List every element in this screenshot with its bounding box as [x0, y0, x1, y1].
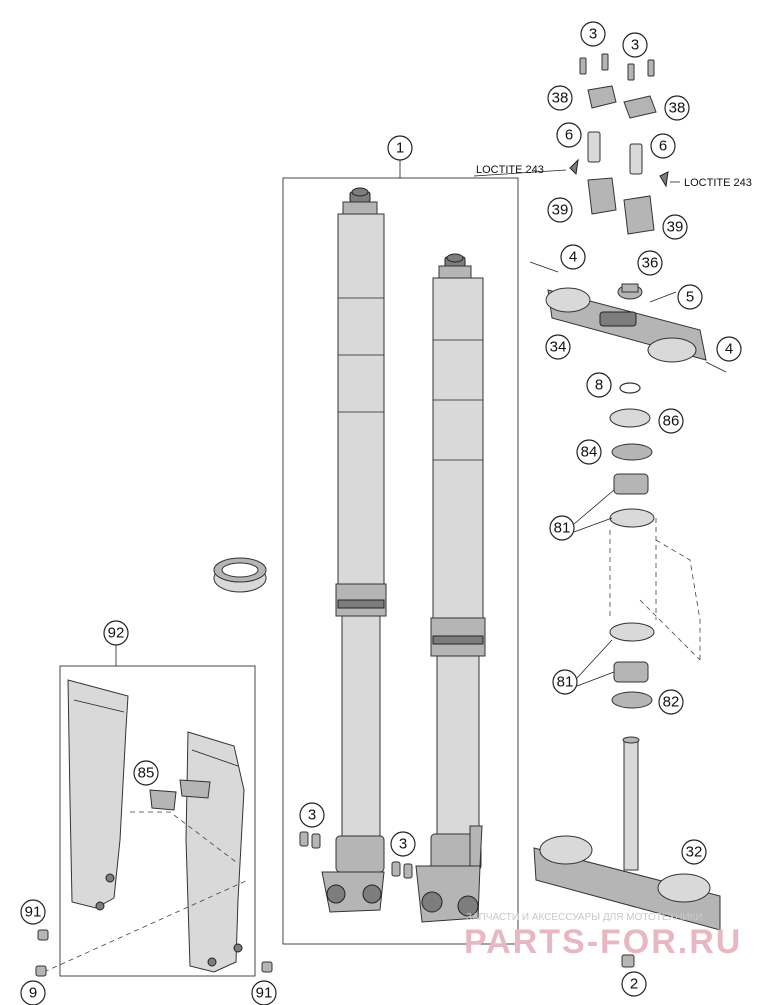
fork-assembly-group — [282, 160, 519, 945]
callout-36: 36 — [637, 250, 663, 276]
guard-screws — [35, 929, 273, 977]
loctite-note-right: LOCTITE 243 — [684, 177, 752, 189]
svg-text:38: 38 — [552, 90, 569, 107]
callout-82: 82 — [658, 689, 684, 715]
callout-4-top: 4 — [560, 244, 586, 270]
callout-6-left: 6 — [556, 122, 582, 148]
svg-text:3: 3 — [308, 807, 316, 824]
svg-text:84: 84 — [581, 444, 598, 461]
fork-guard-group — [43, 645, 256, 977]
callout-81-upper: 81 — [549, 515, 575, 541]
callout-3-top-left: 3 — [580, 21, 606, 47]
svg-text:34: 34 — [550, 339, 567, 356]
callout-2: 2 — [621, 971, 647, 997]
svg-text:3: 3 — [589, 26, 597, 43]
svg-text:2: 2 — [630, 976, 638, 993]
callout-38-right: 38 — [664, 95, 690, 121]
svg-text:6: 6 — [659, 138, 667, 155]
svg-text:85: 85 — [138, 765, 155, 782]
svg-text:8: 8 — [595, 377, 603, 394]
svg-text:36: 36 — [642, 255, 659, 272]
watermark-brand: PARTS-FOR.RU — [464, 923, 742, 961]
svg-text:4: 4 — [569, 249, 577, 266]
svg-text:9: 9 — [29, 985, 37, 1002]
loctite-note-left: LOCTITE 243 — [476, 164, 544, 176]
svg-text:86: 86 — [663, 413, 680, 430]
callout-34: 34 — [545, 334, 571, 360]
lower-triple-clamp — [533, 736, 721, 931]
watermark-tagline: ЗАПЧАСТИ И АКСЕССУАРЫ ДЛЯ МОТОТЕХНИКИ — [466, 912, 703, 923]
svg-text:4: 4 — [725, 341, 733, 358]
callout-1: 1 — [387, 135, 413, 161]
right-fork-leg — [415, 253, 486, 923]
svg-text:81: 81 — [557, 674, 574, 691]
callout-6-right: 6 — [650, 133, 676, 159]
callout-91-right: 91 — [251, 980, 277, 1005]
fork-clamp-bolts — [299, 831, 413, 879]
svg-text:39: 39 — [667, 219, 684, 236]
callout-86: 86 — [658, 408, 684, 434]
callout-39-left: 39 — [547, 197, 573, 223]
svg-text:39: 39 — [552, 202, 569, 219]
callout-5: 5 — [677, 284, 703, 310]
svg-text:32: 32 — [686, 844, 703, 861]
left-fork-leg — [321, 187, 387, 913]
svg-text:3: 3 — [399, 836, 407, 853]
svg-text:91: 91 — [25, 904, 42, 921]
callout-85: 85 — [133, 760, 159, 786]
callout-81-lower: 81 — [552, 669, 578, 695]
svg-text:5: 5 — [686, 289, 694, 306]
callout-92: 92 — [103, 620, 129, 646]
callout-84: 84 — [576, 439, 602, 465]
svg-text:1: 1 — [396, 140, 404, 157]
callout-39-right: 39 — [662, 214, 688, 240]
svg-text:91: 91 — [256, 985, 273, 1002]
svg-text:81: 81 — [554, 520, 571, 537]
callout-38-left: 38 — [547, 85, 573, 111]
callout-9: 9 — [20, 980, 46, 1005]
svg-text:92: 92 — [108, 625, 125, 642]
callout-4-bottom: 4 — [716, 336, 742, 362]
steering-head-group — [473, 53, 727, 968]
callout-3-fork-left: 3 — [299, 802, 325, 828]
svg-text:82: 82 — [663, 694, 680, 711]
fork-assembly-frame — [282, 177, 519, 945]
callout-8: 8 — [586, 372, 612, 398]
fork-guard-bracket — [149, 789, 177, 811]
right-fork-guard — [185, 731, 245, 973]
svg-text:3: 3 — [631, 37, 639, 54]
callout-91-left: 91 — [20, 899, 46, 925]
callout-32: 32 — [681, 839, 707, 865]
svg-text:6: 6 — [565, 127, 573, 144]
fork-seal-ring — [213, 557, 267, 593]
upper-triple-clamp — [529, 261, 727, 373]
callout-3-fork-right: 3 — [390, 831, 416, 857]
left-fork-guard — [67, 679, 129, 909]
callout-3-top-right: 3 — [622, 32, 648, 58]
svg-text:38: 38 — [669, 100, 686, 117]
fork-guard-frame — [59, 665, 256, 977]
